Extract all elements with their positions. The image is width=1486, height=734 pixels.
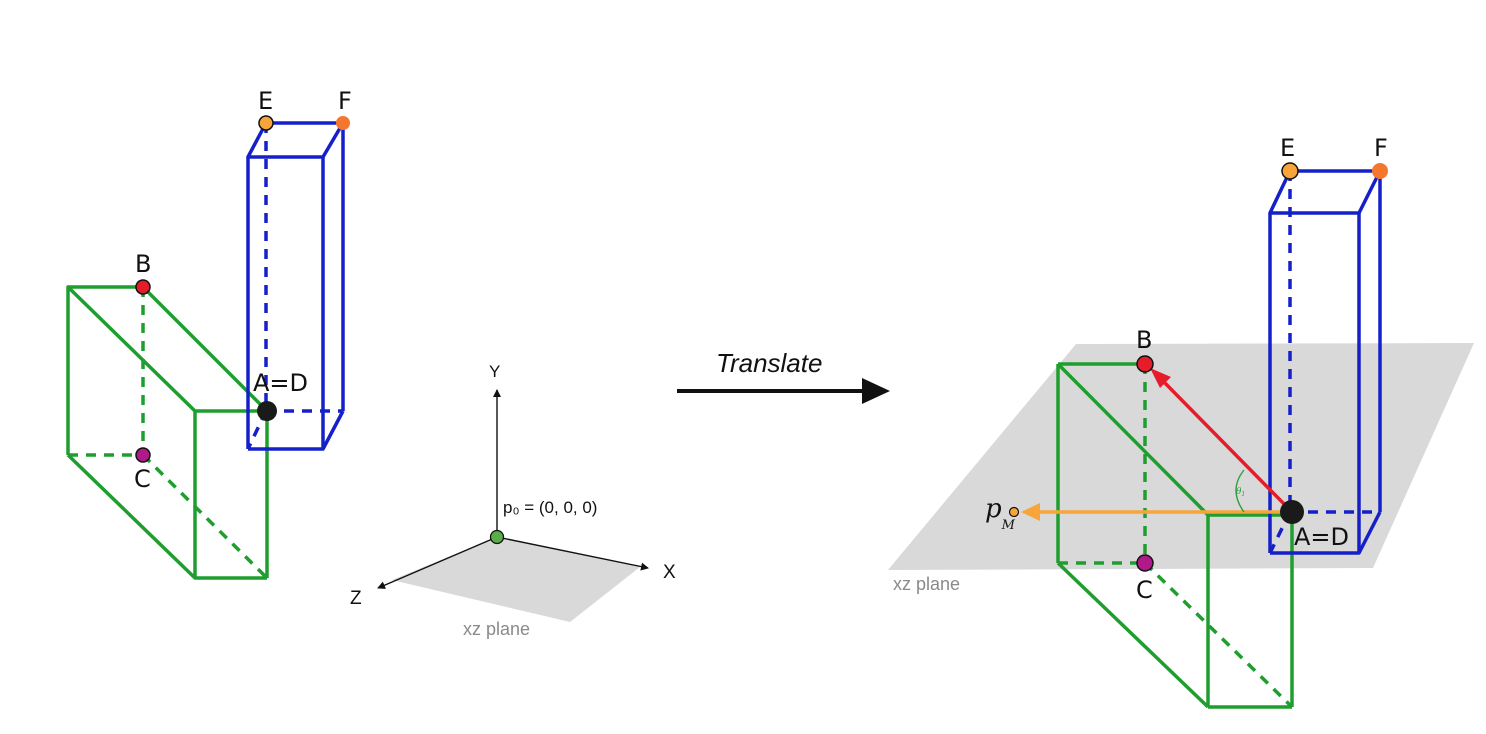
right-point-b xyxy=(1136,355,1154,373)
left-label-b: B xyxy=(135,250,151,278)
axis-x xyxy=(496,536,649,571)
right-point-e xyxy=(1281,162,1299,180)
right-point-f xyxy=(1372,163,1388,179)
left-green-bottom-edges xyxy=(66,453,267,580)
axis-x-label: X xyxy=(663,562,676,583)
left-label-e: E xyxy=(258,87,273,115)
point-pm xyxy=(1008,506,1020,518)
left-point-c xyxy=(135,447,151,463)
left-green-box xyxy=(66,285,269,580)
right-label-f: F xyxy=(1374,134,1388,162)
left-diagram: E F B C A=D xyxy=(66,87,352,580)
left-point-b xyxy=(135,279,151,295)
left-green-top-edges xyxy=(66,285,269,455)
right-green-hidden-edges xyxy=(1058,364,1294,709)
axis-z xyxy=(377,536,498,589)
theta-arc xyxy=(1235,469,1245,513)
vector-to-pm xyxy=(1021,503,1292,521)
coordinate-axes: Y X Z p₀ = (0, 0, 0) xz plane xyxy=(350,362,676,639)
axis-z-label: Z xyxy=(350,588,362,609)
left-label-c: C xyxy=(134,465,151,493)
axes-xz-plane xyxy=(392,537,640,622)
left-label-f: F xyxy=(338,87,352,115)
right-point-c xyxy=(1136,554,1154,572)
right-label-ad: A=D xyxy=(1294,523,1349,551)
axis-y-label: Y xyxy=(489,362,500,381)
right-green-box xyxy=(1056,362,1294,709)
right-plane-label: xz plane xyxy=(893,574,960,594)
left-green-hidden-edges xyxy=(68,287,269,580)
left-blue-hidden-edges xyxy=(246,123,343,450)
right-label-b: B xyxy=(1136,326,1152,354)
vector-to-b xyxy=(1150,368,1292,512)
origin-label: p₀ = (0, 0, 0) xyxy=(503,498,597,517)
left-point-e xyxy=(258,115,274,131)
origin-point xyxy=(489,529,505,545)
theta-label: θ1 xyxy=(1236,487,1245,498)
left-label-ad: A=D xyxy=(253,369,308,397)
vector-to-b-arrowhead xyxy=(1150,368,1171,388)
right-label-e: E xyxy=(1280,134,1295,162)
right-label-pm: pM xyxy=(985,494,1016,533)
translate-arrowhead xyxy=(862,378,890,404)
vector-to-pm-arrowhead xyxy=(1021,503,1040,521)
right-diagram: xz plane xyxy=(888,134,1474,709)
left-point-f xyxy=(336,116,350,130)
axes-plane-label: xz plane xyxy=(463,619,530,639)
right-label-c: C xyxy=(1136,576,1153,604)
translate-transition: Translate xyxy=(677,348,890,404)
right-point-ad xyxy=(1280,500,1304,524)
left-blue-box xyxy=(246,121,345,451)
translate-label: Translate xyxy=(716,348,822,378)
right-xz-plane xyxy=(888,343,1474,570)
left-point-ad xyxy=(257,401,277,421)
